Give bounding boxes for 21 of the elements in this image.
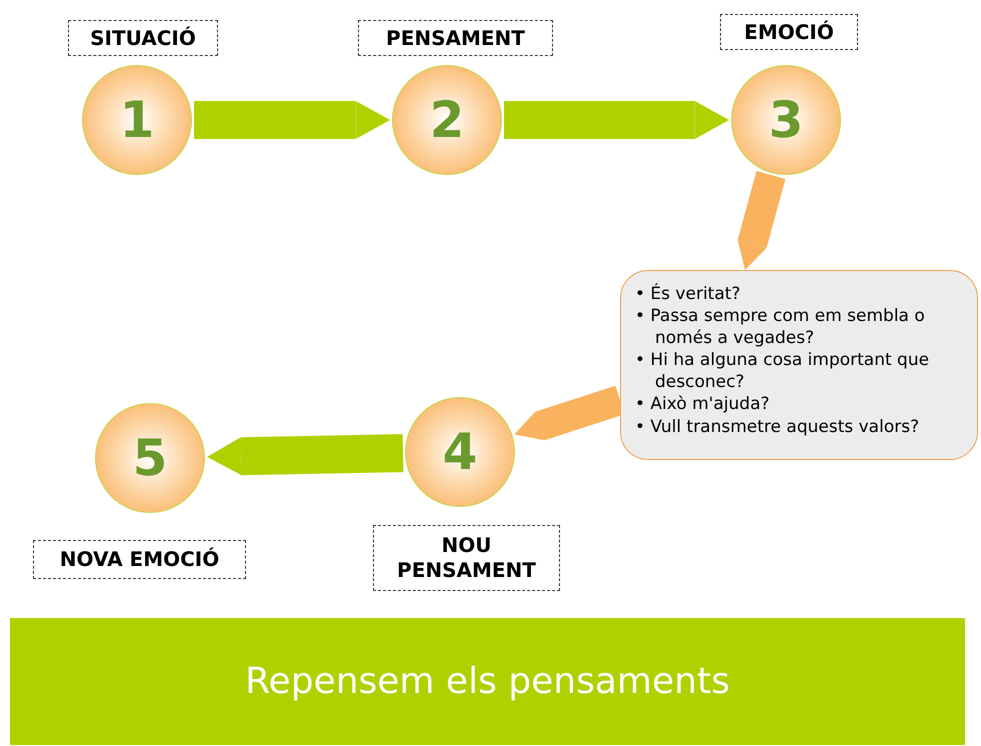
question-item: • Hi ha alguna cosa important que desconec? xyxy=(635,349,930,394)
step-number: 3 xyxy=(768,95,804,145)
step-number: 4 xyxy=(442,427,478,477)
block-arrow xyxy=(504,101,729,139)
step-label: NOVA EMOCIÓ xyxy=(33,540,246,579)
step-label: PENSAMENT xyxy=(358,20,553,56)
question-item: • Això m'ajuda? xyxy=(635,393,771,416)
question-item: • Vull transmetre aquests valors? xyxy=(635,416,920,438)
question-item: • Passa sempre com em sembla o només a vegades? xyxy=(635,305,926,350)
block-arrow xyxy=(207,434,404,476)
step-label: SITUACIÓ xyxy=(68,20,218,56)
block-arrow xyxy=(738,171,786,270)
step-label: NOU PENSAMENT xyxy=(373,525,560,591)
step-number: 2 xyxy=(430,95,464,145)
step-label: EMOCIÓ xyxy=(720,14,858,50)
step-number: 1 xyxy=(120,95,154,145)
question-box xyxy=(620,270,978,460)
step-number: 5 xyxy=(132,433,168,483)
block-arrow xyxy=(194,101,390,139)
title-banner: Repensem els pensaments xyxy=(10,618,965,745)
question-item: • És veritat? xyxy=(635,283,742,306)
